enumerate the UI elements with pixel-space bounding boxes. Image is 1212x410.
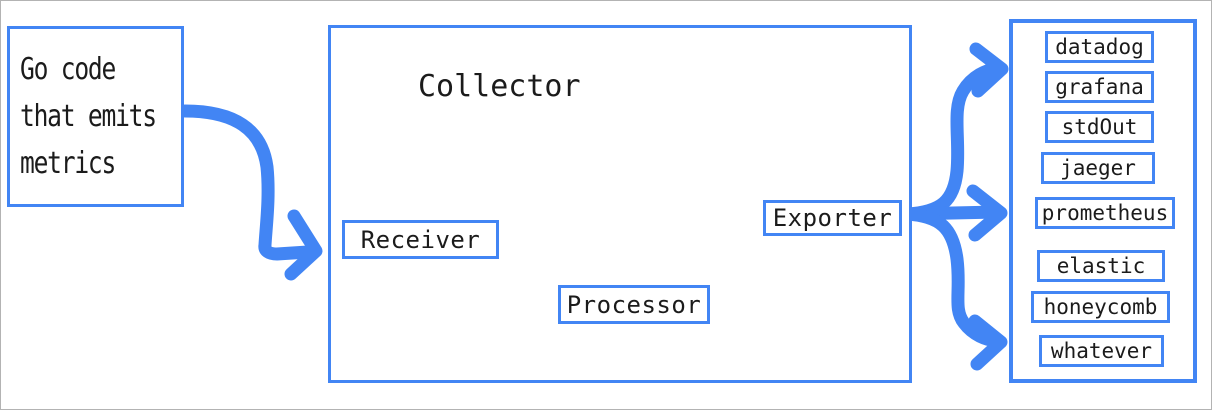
backend-whatever: whatever xyxy=(1039,335,1164,367)
backend-honeycomb: honeycomb xyxy=(1031,291,1170,323)
backend-elastic: elastic xyxy=(1037,250,1165,282)
arrow-exporter-down-head xyxy=(968,314,1008,371)
source-line-1: Go code xyxy=(20,52,116,87)
source-line-2: that emits xyxy=(20,99,157,134)
arrow-source-to-receiver-head xyxy=(284,209,323,281)
source-line-3: metrics xyxy=(20,146,116,181)
arrow-exporter-mid-head xyxy=(966,184,1008,242)
backend-prometheus: prometheus xyxy=(1035,197,1175,229)
backend-stdout: stdOut xyxy=(1045,111,1154,143)
backend-datadog: datadog xyxy=(1045,31,1154,63)
exporter-box: Exporter xyxy=(763,200,902,236)
backend-grafana: grafana xyxy=(1045,71,1154,103)
go-code-source-box: Go code that emits metrics xyxy=(7,26,184,207)
arrow-source-to-receiver xyxy=(178,104,315,261)
arrow-exporter-down xyxy=(900,207,1004,348)
collector-title: Collector xyxy=(418,69,581,104)
arrow-exporter-up-head xyxy=(969,42,1009,98)
processor-box: Processor xyxy=(558,285,710,324)
arrow-exporter-up xyxy=(900,61,1005,221)
backend-jaeger: jaeger xyxy=(1041,152,1155,184)
receiver-box: Receiver xyxy=(342,220,499,259)
